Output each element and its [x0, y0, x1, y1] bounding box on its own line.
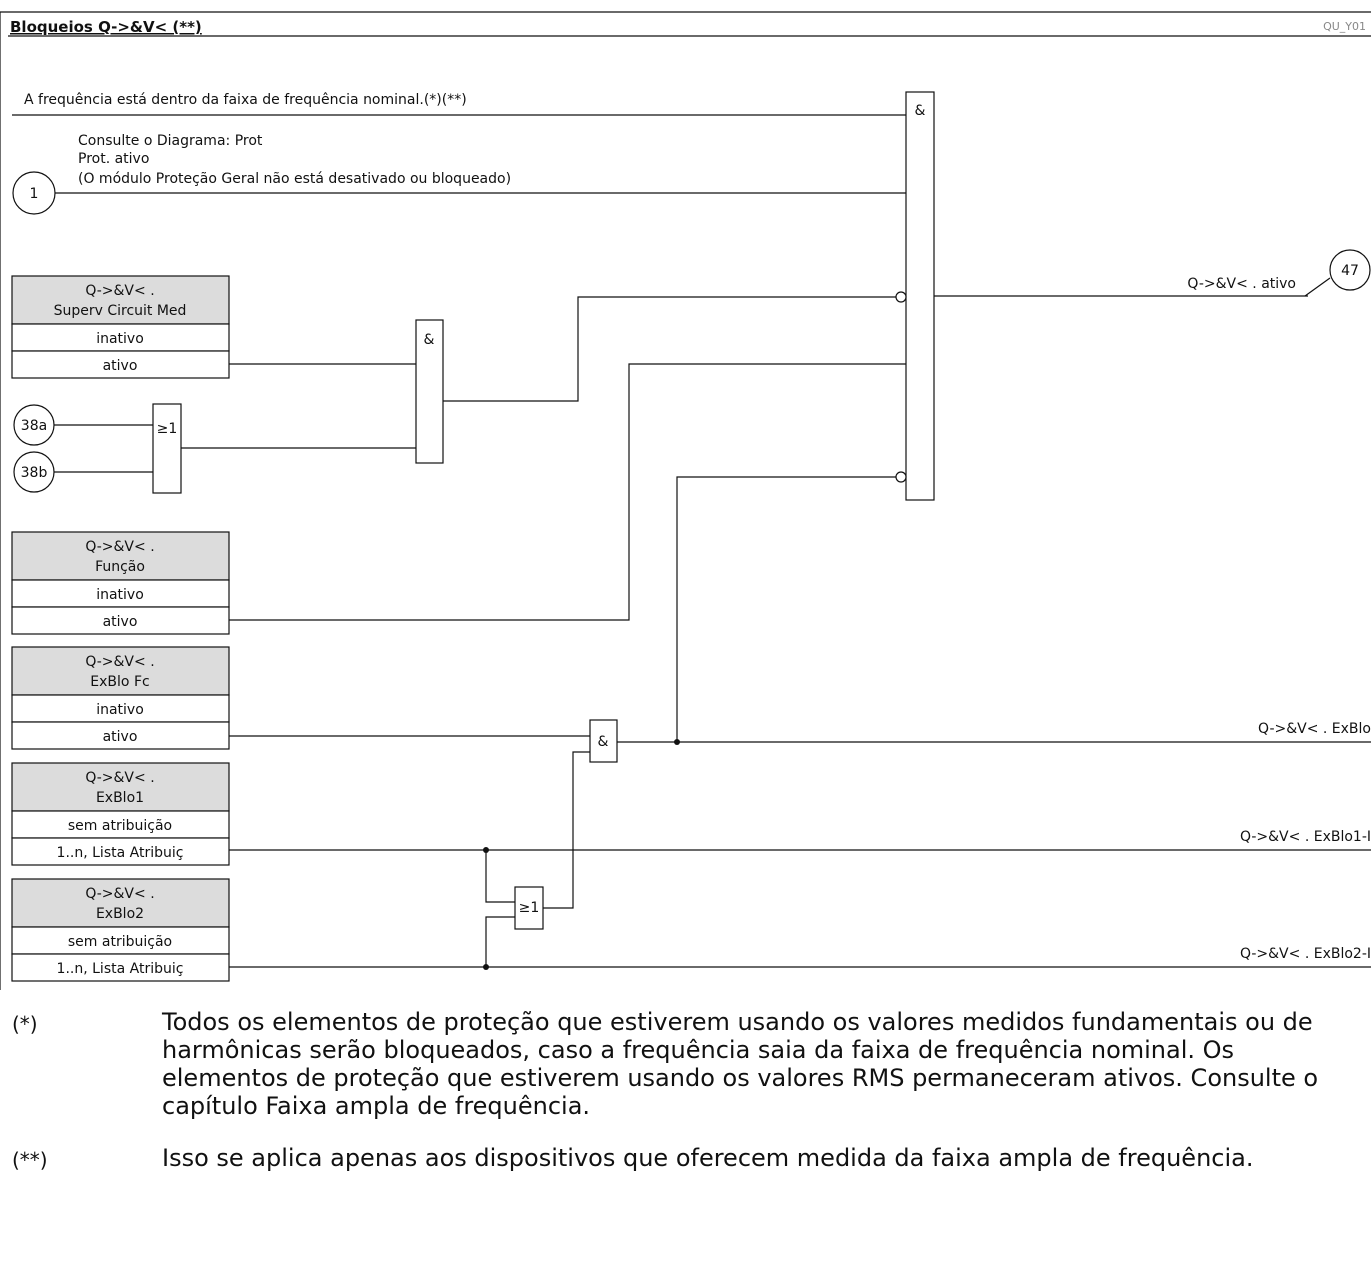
param-box-funcao-opt1: inativo	[96, 587, 144, 603]
or-gate-exblo	[514, 886, 544, 930]
param-box-exblo-fc-title1: Q->&V< .	[85, 654, 154, 670]
or-gate-38	[152, 403, 182, 494]
ref1-line2: Prot. ativo	[78, 151, 149, 167]
and-gate-superv-symbol: &	[424, 332, 435, 348]
connector-38a-label: 38a	[21, 418, 47, 434]
param-box-funcao	[11, 531, 230, 635]
param-box-exblo-fc-opt2: ativo	[103, 729, 138, 745]
diagram-code: QU_Y01	[1323, 20, 1366, 33]
connector-47	[1329, 249, 1371, 291]
param-box-exblo-fc-title2: ExBlo Fc	[90, 674, 149, 690]
connector-38b-label: 38b	[21, 465, 48, 481]
diagram-title: Bloqueios Q->&V< (**)	[10, 18, 202, 36]
footnote-2-text: Isso se aplica apenas aos dispositivos q…	[162, 1144, 1254, 1172]
footnote-1-text: Todos os elementos de proteção que estiv…	[162, 1008, 1319, 1120]
param-box-exblo2-title1: Q->&V< .	[85, 886, 154, 902]
footnote-2-key: (**)	[12, 1148, 48, 1172]
param-box-funcao-opt2: ativo	[103, 614, 138, 630]
footnote-1-key: (*)	[12, 1012, 38, 1036]
output-exblo2-label: Q->&V< . ExBlo2-I	[1240, 946, 1371, 962]
connector-47-label: 47	[1341, 263, 1359, 279]
and-gate-main	[905, 91, 935, 501]
param-box-superv-opt1: inativo	[96, 331, 144, 347]
param-box-funcao-title1: Q->&V< .	[85, 539, 154, 555]
param-box-funcao-title2: Função	[95, 559, 145, 575]
and-gate-superv	[415, 319, 444, 464]
freq-input-label: A frequência está dentro da faixa de fre…	[24, 92, 467, 108]
output-active-label: Q->&V< . ativo	[1187, 276, 1296, 292]
output-exblo-label: Q->&V< . ExBlo	[1258, 721, 1371, 737]
param-box-exblo2	[11, 878, 230, 982]
output-exblo1-label: Q->&V< . ExBlo1-I	[1240, 829, 1371, 845]
and-gate-main-symbol: &	[915, 103, 926, 119]
and-gate-exblo	[589, 719, 618, 763]
param-box-superv	[11, 275, 230, 379]
ref1-line3: (O módulo Proteção Geral não está desati…	[78, 171, 511, 187]
param-box-exblo1	[11, 762, 230, 866]
or-gate-exblo-symbol: ≥1	[519, 900, 540, 916]
param-box-exblo-fc-opt1: inativo	[96, 702, 144, 718]
param-box-exblo1-title1: Q->&V< .	[85, 770, 154, 786]
param-box-exblo2-opt1: sem atribuição	[68, 934, 172, 950]
param-box-exblo1-opt2: 1..n, Lista Atribuiç	[57, 845, 184, 861]
param-box-exblo1-opt1: sem atribuição	[68, 818, 172, 834]
or-gate-38-symbol: ≥1	[157, 421, 178, 437]
param-box-superv-title1: Q->&V< .	[85, 283, 154, 299]
param-box-exblo-fc	[11, 646, 230, 750]
connector-1-label: 1	[30, 186, 39, 202]
param-box-exblo2-title2: ExBlo2	[96, 906, 144, 922]
param-box-exblo1-title2: ExBlo1	[96, 790, 144, 806]
param-box-superv-title2: Superv Circuit Med	[54, 303, 187, 319]
ref1-line1: Consulte o Diagrama: Prot	[78, 133, 263, 149]
logic-diagram: Bloqueios Q->&V< (**) QU_Y01 A frequênci…	[0, 11, 1371, 990]
param-box-exblo2-opt2: 1..n, Lista Atribuiç	[57, 961, 184, 977]
and-gate-exblo-symbol: &	[598, 734, 609, 750]
param-box-superv-opt2: ativo	[103, 358, 138, 374]
